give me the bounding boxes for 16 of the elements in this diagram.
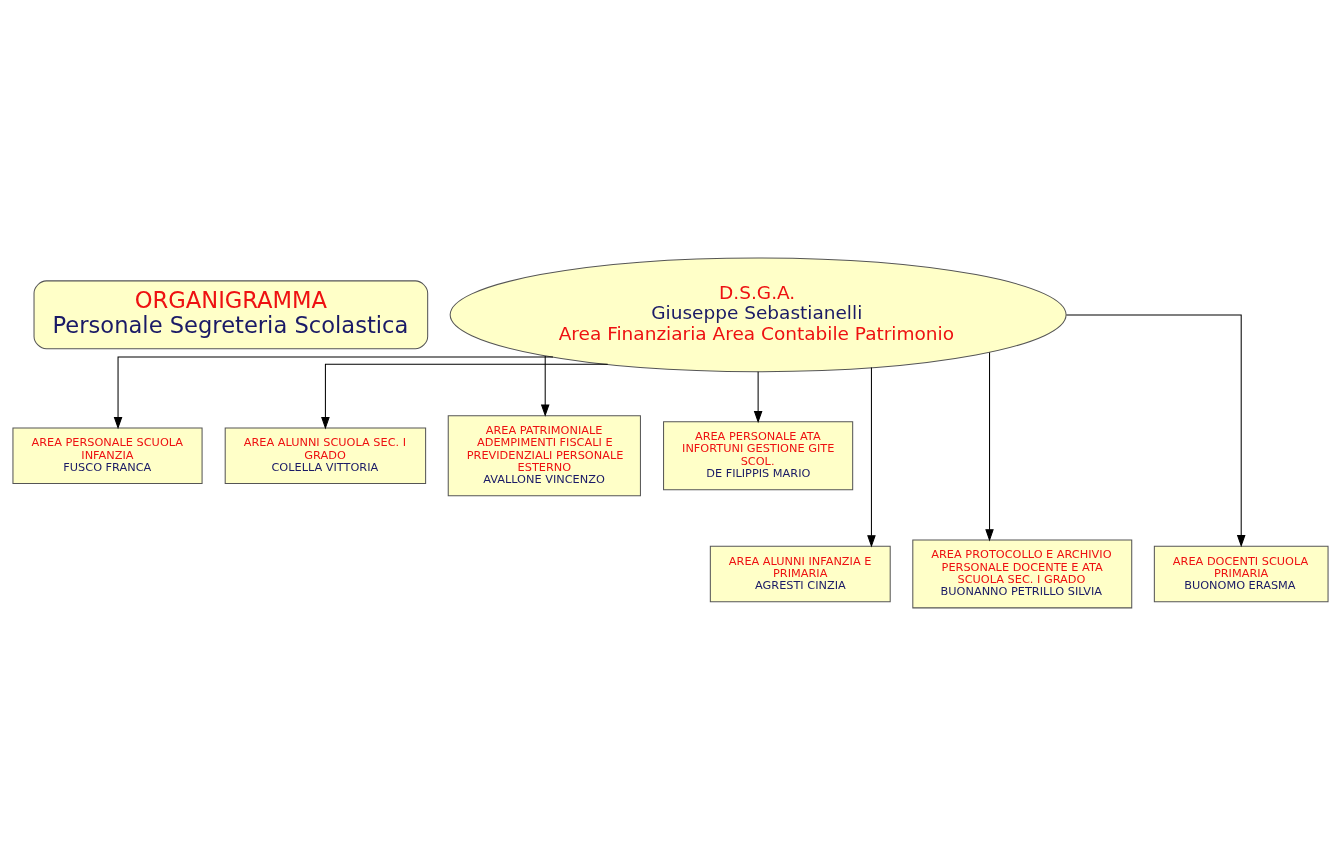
node-box: AREA ALUNNI INFANZIA E PRIMARIA AGRESTI CINZIA <box>709 545 891 602</box>
node-box: ORGANIGRAMMA Personale Segreteria Scolastica <box>33 279 429 349</box>
node-ellipse: D.S.G.A. Giuseppe Sebastianelli Area Finanziaria Area Contabile Patrimonio <box>449 256 1067 372</box>
node-box: AREA PERSONALE ATA INFORTUNI GESTIONE GITE SCOL. DE FILIPPIS MARIO <box>663 420 854 490</box>
arrow <box>540 354 550 417</box>
node-box: AREA PROTOCOLLO E ARCHIVIO PERSONALE DOCENTE E ATA SCUOLA SEC. I GRADO BUONANNO PETRILLO SILVIA <box>912 539 1133 608</box>
node-box: AREA DOCENTI SCUOLA PRIMARIA BUONOMO ERASMA <box>1153 545 1329 602</box>
arrow <box>867 366 876 548</box>
node-box: AREA PATRIMONIALE ADEMPIMENTI FISCALI E PREVIDENZIALI PERSONALE ESTERNO AVALLONE VINCENZO <box>447 414 641 496</box>
arrow <box>321 363 609 429</box>
arrow <box>1065 313 1246 547</box>
arrow <box>113 356 554 429</box>
node-box: AREA PERSONALE SCUOLA INFANZIA FUSCO FRANCA <box>12 427 203 484</box>
arrow <box>753 370 763 423</box>
node-box: AREA ALUNNI SCUOLA SEC. I GRADO COLELLA VITTORIA <box>224 427 427 484</box>
arrow <box>985 351 994 542</box>
